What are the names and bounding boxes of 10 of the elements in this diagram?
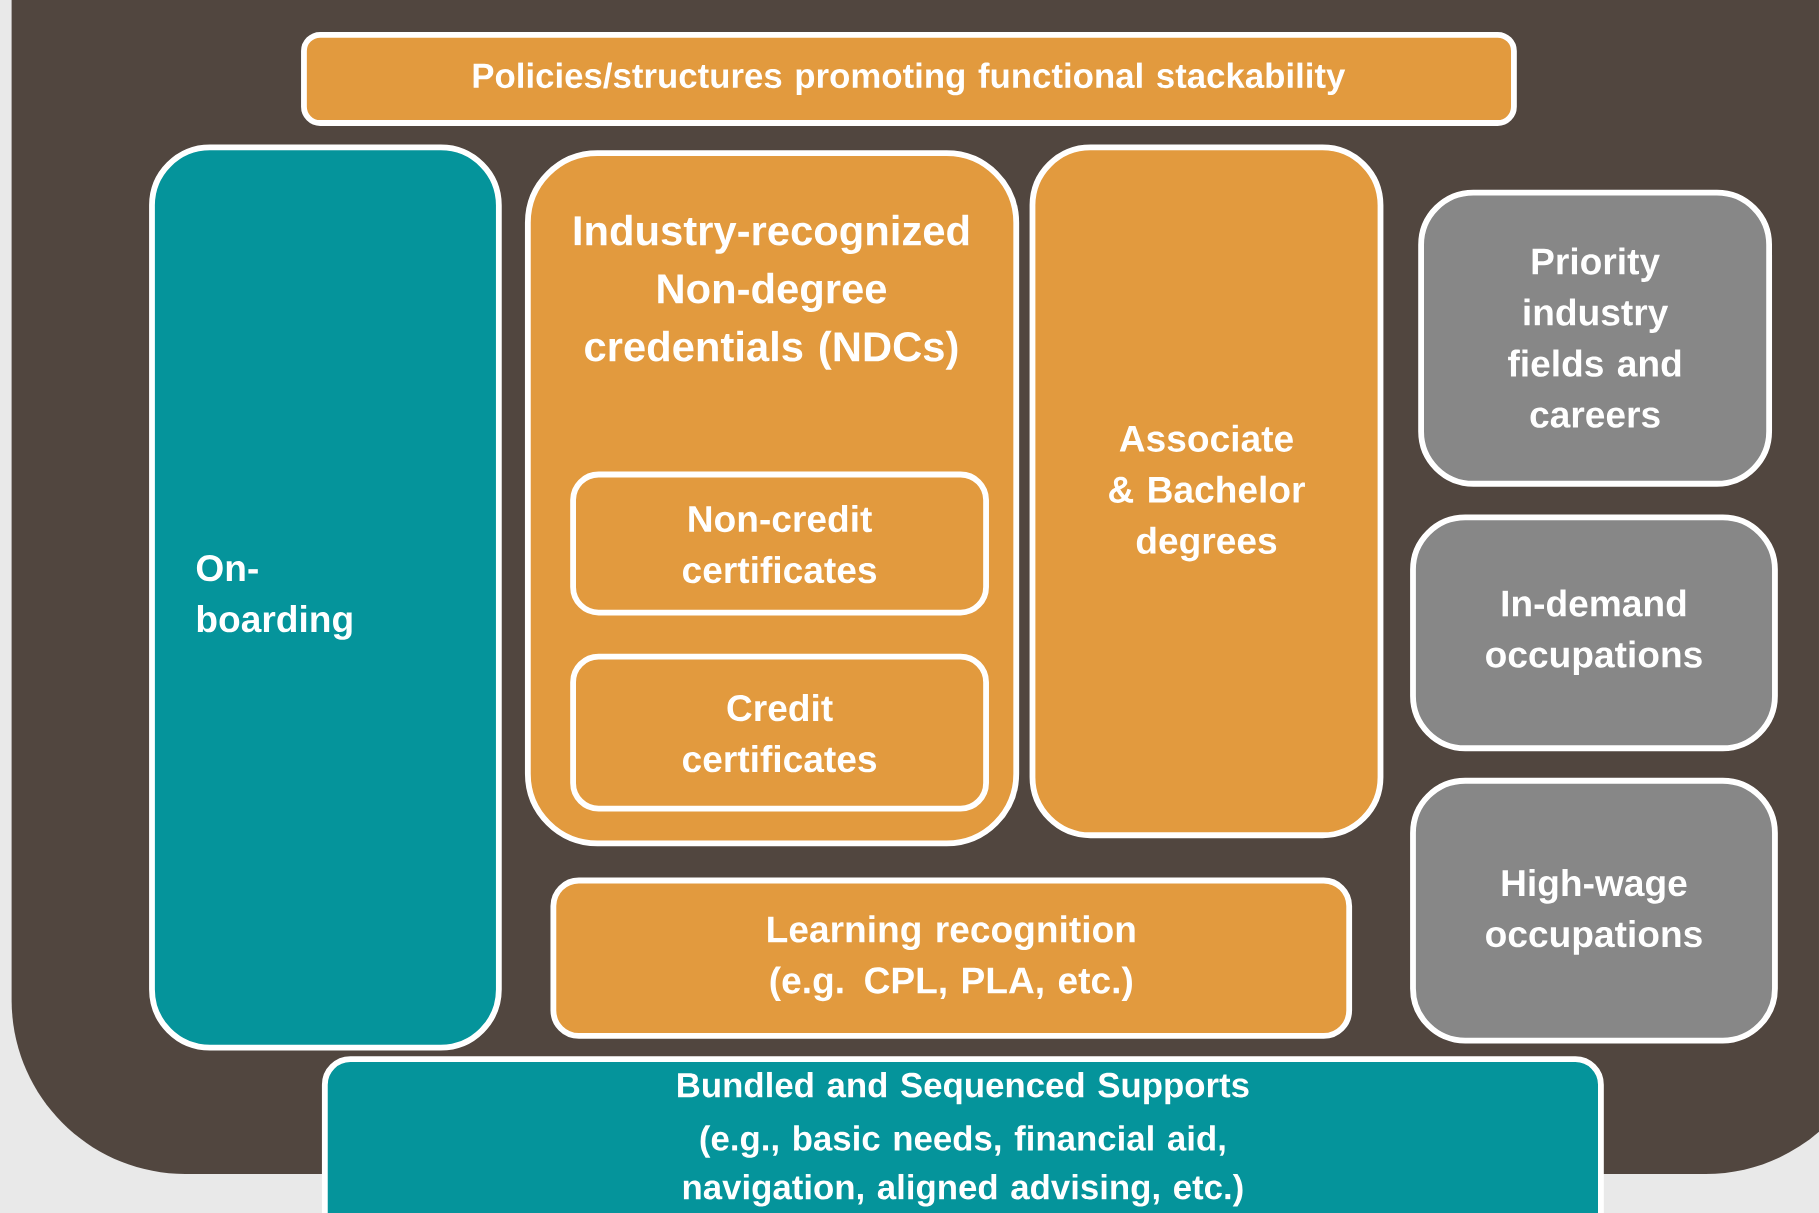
category-box: On-boarding <box>149 144 502 1051</box>
category-box: Bundled and Sequenced Supports (e.g., basic needs, financial aid, navigation, aligned advising, etc.) <box>321 1056 1604 1213</box>
outcome-box: High-wage occupations <box>1410 777 1778 1044</box>
category-box: Learning recognition (e.g. CPL, PLA, etc.) <box>550 877 1353 1039</box>
category-box: Policies/structures promoting functional stackability <box>301 31 1517 126</box>
outcome-box: In-demand occupations <box>1410 514 1778 751</box>
outcome-box: Priority industry fields and careers <box>1418 189 1773 487</box>
category-box: Non-credit certificates <box>570 471 989 616</box>
category-box: Associate & Bachelor degrees <box>1029 144 1384 838</box>
category-box: Credit certificates <box>570 653 989 812</box>
